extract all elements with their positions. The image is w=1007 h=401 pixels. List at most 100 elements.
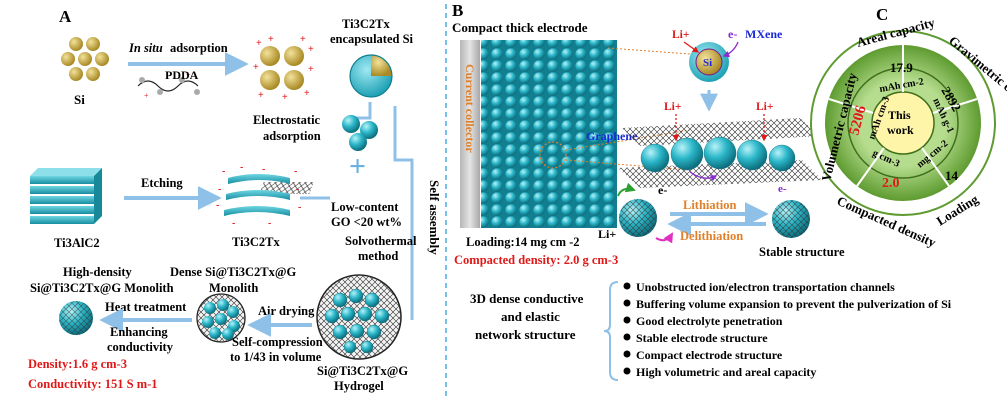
- panel-b-label: B: [452, 1, 463, 20]
- svg-text:-: -: [218, 184, 221, 195]
- center-this: This: [888, 108, 911, 122]
- svg-text:+: +: [308, 64, 314, 75]
- svg-text:-: -: [296, 184, 299, 195]
- density-value: Density:1.6 g cm-3: [28, 357, 127, 371]
- ti3alc2-label: Ti3AlC2: [54, 236, 100, 250]
- svg-text:+: +: [304, 88, 310, 99]
- e-minus-right: e-: [778, 183, 787, 195]
- lithiated-particle-icon: [619, 199, 657, 237]
- li-entry-arrow: [617, 182, 636, 197]
- svg-text:+: +: [300, 34, 306, 45]
- self-assembly-label: Self assembly: [427, 180, 442, 255]
- feature-list: Unobstructed ion/electron transportation…: [623, 280, 952, 379]
- charged-si-cluster-icon: ++++ +++++: [253, 34, 314, 103]
- ti3alc2-layered-stack-icon: [30, 168, 102, 224]
- si-label: Si: [74, 92, 85, 107]
- particle-si-label: Si: [703, 57, 712, 69]
- e-minus-bottom: e-: [658, 183, 667, 197]
- svg-text:+: +: [253, 62, 259, 73]
- feature-item: High volumetric and areal capacity: [636, 365, 816, 379]
- encapsulated-line1: Ti3C2Tx: [342, 17, 390, 31]
- high-density-line2: Si@Ti3C2Tx@G Monolith: [30, 281, 174, 295]
- enhancing-line2: conductivity: [107, 340, 174, 354]
- graphene-network-icon: [618, 118, 822, 188]
- network-line3: network structure: [475, 327, 576, 342]
- network-line1: 3D dense conductive: [470, 291, 584, 306]
- thick-electrode-block: [481, 40, 617, 228]
- zoom-line-particle: [607, 47, 691, 55]
- stable-structure-particle-icon: [772, 200, 810, 238]
- air-drying-label: Air drying: [258, 304, 315, 318]
- go-line2: GO <20 wt%: [331, 215, 402, 229]
- li-plus-right: Li+: [756, 101, 773, 113]
- self-compression-line2: to 1/43 in volume: [230, 350, 322, 364]
- lithiation-label: Lithiation: [683, 198, 737, 212]
- svg-text:-: -: [216, 200, 219, 211]
- li-plus-left: Li+: [664, 101, 681, 113]
- feature-item: Buffering volume expansion to prevent th…: [636, 297, 952, 311]
- dense-monolith-icon: [196, 293, 246, 343]
- dense-line2: Monolith: [209, 281, 258, 295]
- etching-label: Etching: [141, 176, 183, 190]
- center-work: work: [887, 123, 914, 137]
- performance-ring-chart: [810, 30, 996, 216]
- svg-text:-: -: [240, 162, 243, 173]
- electron-entry-arrow: [655, 232, 674, 244]
- graphene-label: Graphene: [586, 129, 638, 143]
- electron-arrow-top: [722, 41, 739, 58]
- heat-treatment-label: Heat treatment: [105, 300, 187, 314]
- svg-text:+: +: [186, 70, 191, 79]
- svg-text:-: -: [262, 164, 265, 175]
- electrostatic-line2: adsorption: [263, 129, 321, 143]
- feature-item: Good electrolyte penetration: [636, 314, 783, 328]
- conductivity-value: Conductivity: 151 S m-1: [28, 377, 158, 391]
- density-value-c: 2.0: [882, 176, 900, 191]
- pdda-label: PDDA: [165, 68, 199, 82]
- dense-line1: Dense Si@Ti3C2Tx@G: [170, 265, 296, 279]
- go-line1: Low-content: [331, 200, 399, 214]
- delithiation-label: Delithiation: [680, 229, 743, 243]
- compact-electrode-title: Compact thick electrode: [452, 20, 588, 35]
- enhancing-line1: Enhancing: [110, 325, 168, 339]
- svg-text:+: +: [268, 34, 274, 45]
- hydrogel-line1: Si@Ti3C2Tx@G: [317, 364, 408, 378]
- high-density-monolith-icon: [59, 301, 93, 335]
- svg-text:-: -: [298, 202, 301, 213]
- zoom-circle: [539, 141, 567, 169]
- solvothermal-line1: Solvothermal: [345, 234, 417, 248]
- feature-bracket: [603, 281, 619, 381]
- encapsulated-particles-cluster-icon: [342, 115, 378, 151]
- loading-value: Loading:14 mg cm -2: [466, 235, 580, 249]
- svg-text:+: +: [282, 92, 288, 103]
- self-compression-line1: Self-compression: [232, 335, 323, 349]
- self-assembly-connector: [393, 106, 414, 320]
- svg-text:+: +: [308, 44, 314, 55]
- pdda-molecule-icon: ++: [137, 70, 200, 100]
- network-line2: and elastic: [501, 309, 560, 324]
- current-collector: [460, 40, 480, 228]
- plus-icon: +: [349, 150, 366, 183]
- ti3c2tx-sheets-icon: ---- ---- --: [216, 162, 301, 229]
- adsorption-label: adsorption: [170, 41, 228, 55]
- panel-a-label: A: [59, 7, 72, 26]
- ti3c2tx-encapsulated-si-icon: [349, 54, 393, 98]
- svg-text:-: -: [232, 218, 235, 229]
- compacted-density-value: Compacted density: 2.0 g cm-3: [454, 253, 618, 267]
- areal-value: 17.9: [890, 60, 913, 75]
- svg-text:-: -: [268, 218, 271, 229]
- electrostatic-line1: Electrostatic: [253, 113, 321, 127]
- si-particles-icon: [61, 37, 109, 81]
- in-situ-label: In situ: [128, 41, 163, 55]
- e-minus-top: e-: [728, 27, 737, 41]
- loading-value-c: 14: [945, 168, 959, 183]
- feature-item: Unobstructed ion/electron transportation…: [636, 280, 895, 294]
- panel-c-label: C: [876, 5, 888, 24]
- svg-text:+: +: [144, 91, 149, 100]
- stable-structure-label: Stable structure: [759, 245, 845, 259]
- hydrogel-line2: Hydrogel: [334, 379, 384, 393]
- high-density-line1: High-density: [63, 265, 133, 279]
- ti3c2tx-label: Ti3C2Tx: [232, 235, 280, 249]
- svg-text:+: +: [256, 38, 262, 49]
- feature-item: Compact electrode structure: [636, 348, 783, 362]
